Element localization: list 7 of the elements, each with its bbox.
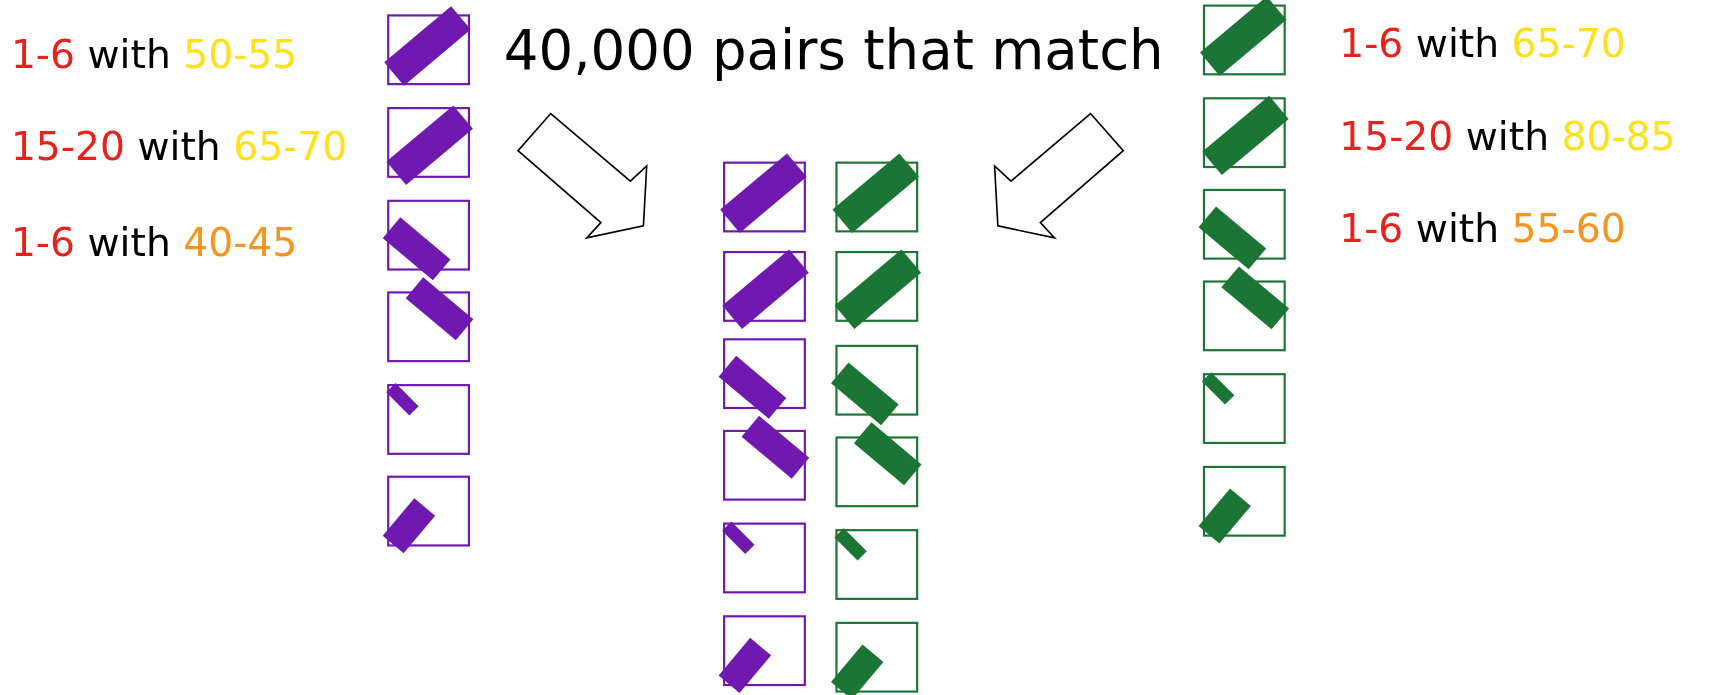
title: 40,000 pairs that match <box>503 19 1164 80</box>
range-label: 15-20 with 65-70 <box>10 125 348 169</box>
range-label: 15-20 with 80-85 <box>1339 114 1676 158</box>
range-label: 1-6 with 40-45 <box>10 221 298 265</box>
range-label: 1-6 with 65-70 <box>1339 21 1626 65</box>
range-label: 1-6 with 55-60 <box>1339 207 1626 251</box>
range-label: 1-6 with 50-55 <box>10 32 298 76</box>
